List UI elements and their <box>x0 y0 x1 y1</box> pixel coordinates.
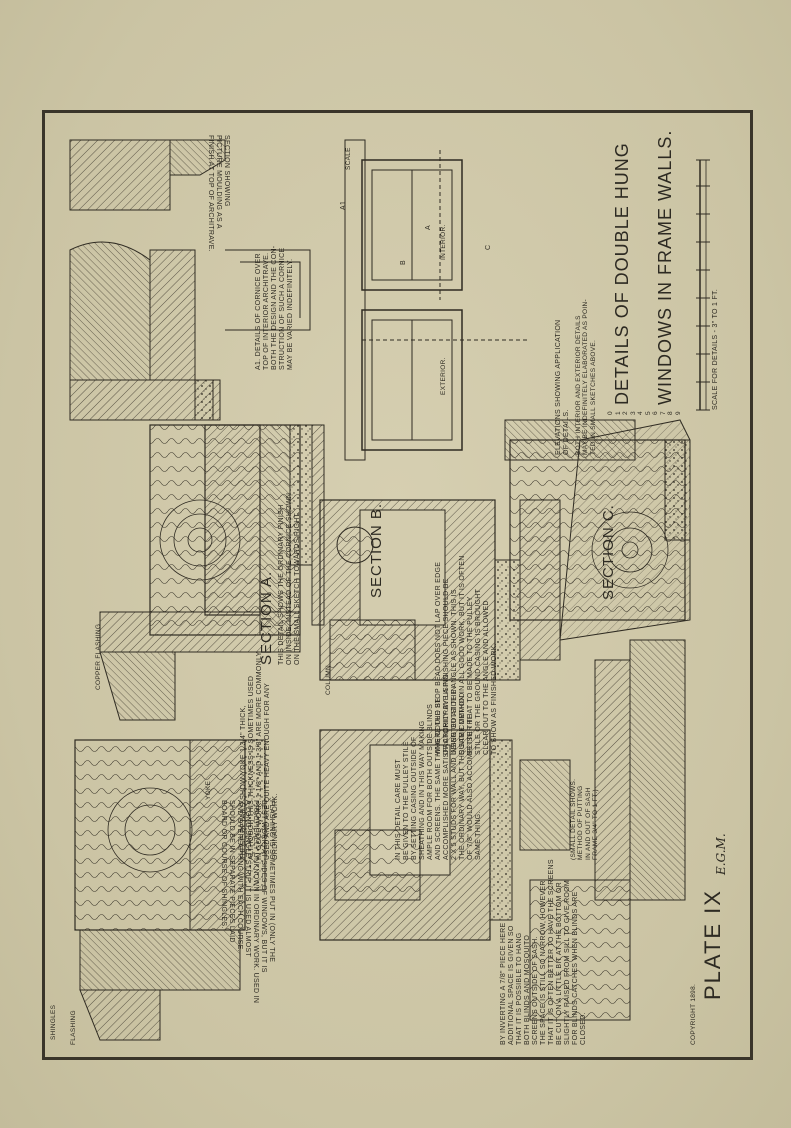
scale-tick-8: 8 <box>667 401 675 415</box>
scale-caption: SCALE FOR DETAILS - 3" TO 1 FT. <box>712 288 719 410</box>
scale-tick-2: 2 <box>622 401 630 415</box>
sketch-a-label: A <box>425 225 432 230</box>
section-c-drawing <box>509 419 691 901</box>
scale-tick-4: 4 <box>637 401 645 415</box>
a1-note: A1. DETAILS OF CORNICE OVER TOP OF INTER… <box>255 245 295 370</box>
sketch-b-label: B <box>400 260 407 265</box>
scale-tick-5: 5 <box>644 401 652 415</box>
copper-flashing-label: COPPER FLASHING <box>95 623 102 690</box>
scale-tick-1: 1 <box>614 401 622 415</box>
yoke-label: YOKE <box>205 780 212 800</box>
cornice-detail-a1 <box>69 139 311 421</box>
section-a-label: SECTION A. <box>258 570 275 665</box>
signature: E.G.M. <box>714 833 728 875</box>
scale-tick-6: 6 <box>652 401 660 415</box>
lower-left-section <box>74 739 266 1041</box>
section-showing-note: SECTION SHOWING PICTURE MOULDING AS A FI… <box>206 135 230 252</box>
small-sketch-note: (SMALL DETAIL SHOWS. METHOD OF PUTTING I… <box>570 778 600 860</box>
elevations-caption: ELEVATIONS SHOWING APPLICATION OF DETAIL… <box>555 319 571 455</box>
elevation-sketches <box>344 139 530 461</box>
section-c-label: SECTION C. <box>600 504 617 600</box>
elevations-note: BOTH INTERIOR AND EXTERIOR DETAILS MAY B… <box>575 299 597 455</box>
section-a-note: THIS DETAIL SHOWS THE ORDINARY FINISH ON… <box>278 492 302 665</box>
scale-tick-7: 7 <box>659 401 667 415</box>
interior-label: INTERIOR. <box>440 224 447 260</box>
flashing-note: FLASHING IS SOMETIMES PUT IN (ONLY THE B… <box>219 800 275 1004</box>
column-label: COLUMN <box>325 665 332 695</box>
inverting-note: BY INVERTING A 7/8" PIECE HERE ADDITIONA… <box>500 859 588 1045</box>
section-a-drawing <box>99 424 325 721</box>
scale-small-label: SCALE <box>345 147 352 170</box>
plate-border <box>42 110 753 1060</box>
scale-ticks: 0 1 2 3 4 5 6 7 8 9 <box>600 155 682 415</box>
lower-middle-section <box>319 729 631 1021</box>
scale-tick-3: 3 <box>629 401 637 415</box>
scale-bar <box>696 159 710 411</box>
exterior-label: EXTERIOR. <box>440 357 447 395</box>
scale-tick-9: 9 <box>674 401 682 415</box>
pulley-note: IN THIS DETAIL CARE MUST BE GIVEN TO THE… <box>395 673 483 860</box>
section-b-label: SECTION B. <box>368 502 385 598</box>
sketch-c-label: C <box>485 244 492 250</box>
shingles-label: SHINGLES <box>50 1004 57 1040</box>
flashing-label: FLASHING <box>70 1010 77 1045</box>
scale-tick-0: 0 <box>607 401 615 415</box>
sketch-a1-label: A1 <box>340 200 347 210</box>
copyright: COPYRIGHT 1898. <box>690 983 697 1045</box>
